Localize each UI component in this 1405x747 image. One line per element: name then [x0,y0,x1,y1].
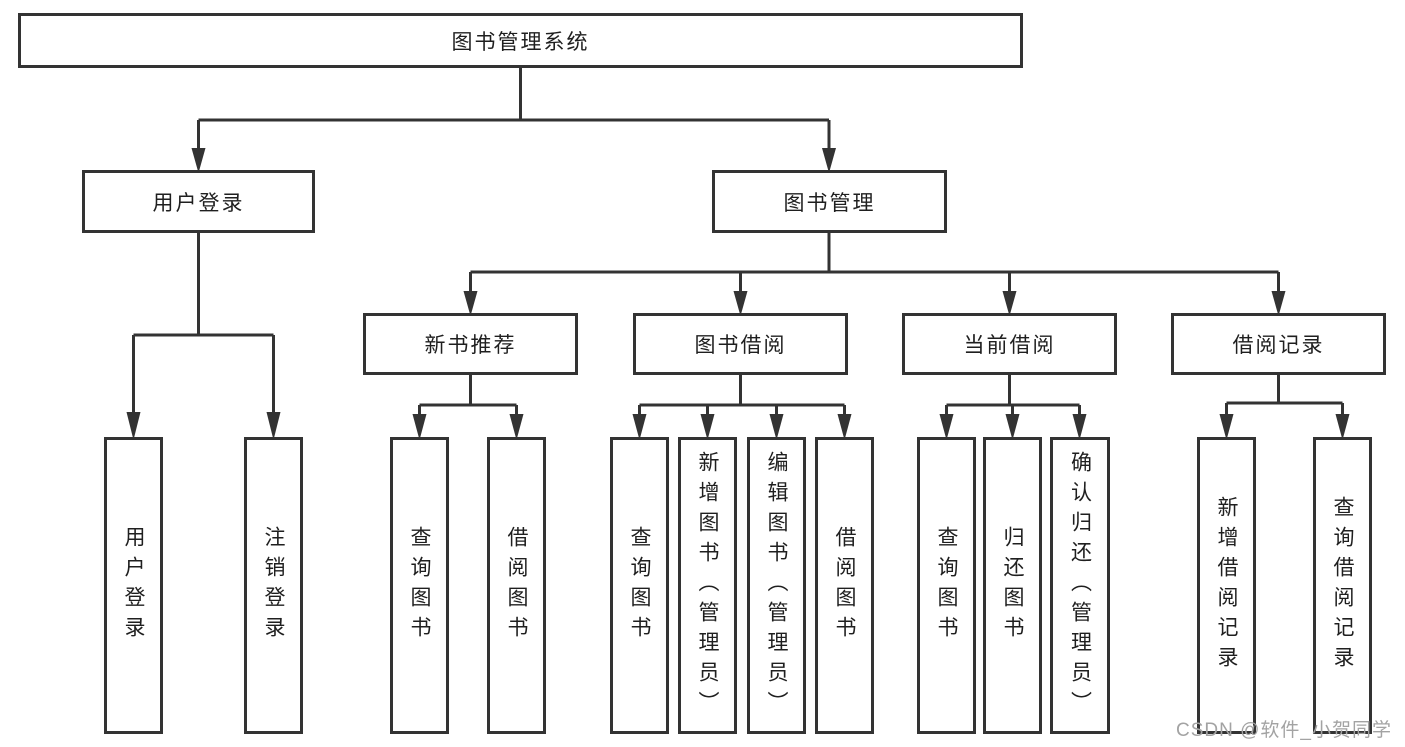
leaf-recommend-borrow-book-label: 借阅图书 [505,525,528,646]
leaf-current-confirm-return-admin: 确认归还（管理员） [1050,437,1110,734]
leaf-borrow-edit-book-admin-label: 编辑图书（管理员） [765,450,788,721]
node-user-login: 用户登录 [82,170,315,233]
leaf-current-query-book-label: 查询图书 [935,525,958,646]
leaf-current-query-book: 查询图书 [917,437,976,734]
node-new-book-recommend-label: 新书推荐 [424,334,517,357]
leaf-current-confirm-return-admin-label: 确认归还（管理员） [1068,450,1092,721]
leaf-borrow-borrow-book: 借阅图书 [815,437,874,734]
leaf-borrow-borrow-book-label: 借阅图书 [833,525,856,646]
node-root: 图书管理系统 [18,13,1023,68]
leaf-user-login: 用户登录 [104,437,163,734]
watermark-text: CSDN @软件_小贺同学 [1176,720,1392,741]
leaf-borrow-add-book-admin-label: 新增图书（管理员） [696,450,719,721]
node-current-borrow: 当前借阅 [902,313,1117,375]
leaf-recommend-query-book: 查询图书 [390,437,449,734]
node-current-borrow-label: 当前借阅 [963,334,1056,357]
node-book-management: 图书管理 [712,170,947,233]
leaf-borrow-edit-book-admin: 编辑图书（管理员） [747,437,806,734]
node-user-login-label: 用户登录 [152,191,245,215]
leaf-record-query-borrow-record: 查询借阅记录 [1313,437,1372,734]
leaf-borrow-add-book-admin: 新增图书（管理员） [678,437,737,734]
leaf-current-return-book: 归还图书 [983,437,1042,734]
node-book-borrow-label: 图书借阅 [694,334,787,357]
leaf-user-logout: 注销登录 [244,437,303,734]
node-book-management-label: 图书管理 [783,191,876,215]
leaf-record-query-borrow-record-label: 查询借阅记录 [1331,495,1354,676]
node-borrow-record: 借阅记录 [1171,313,1386,375]
node-root-label: 图书管理系统 [451,30,590,54]
leaf-user-login-label: 用户登录 [122,525,145,646]
leaf-recommend-borrow-book: 借阅图书 [487,437,546,734]
node-borrow-record-label: 借阅记录 [1232,334,1325,357]
leaf-record-add-borrow-record-label: 新增借阅记录 [1215,495,1238,676]
leaf-user-logout-label: 注销登录 [262,525,285,646]
leaf-record-add-borrow-record: 新增借阅记录 [1197,437,1256,734]
leaf-borrow-query-book-label: 查询图书 [628,525,651,646]
leaf-borrow-query-book: 查询图书 [610,437,669,734]
node-new-book-recommend: 新书推荐 [363,313,578,375]
node-book-borrow: 图书借阅 [633,313,848,375]
leaf-recommend-query-book-label: 查询图书 [408,525,431,646]
leaf-current-return-book-label: 归还图书 [1001,525,1024,646]
